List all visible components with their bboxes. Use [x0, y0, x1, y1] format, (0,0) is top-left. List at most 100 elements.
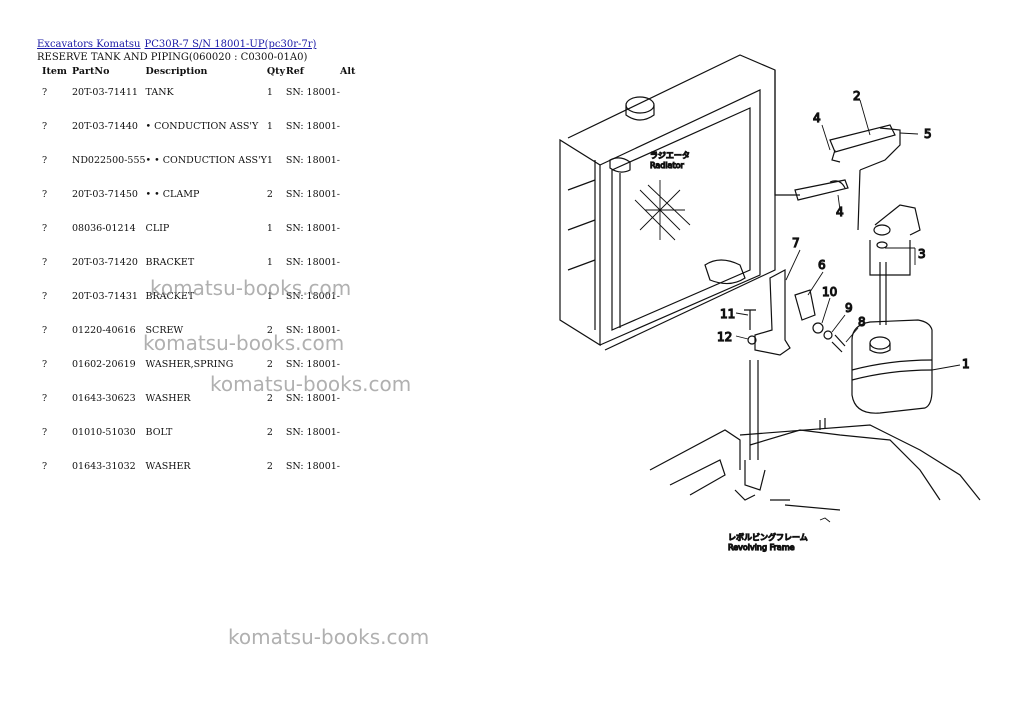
cell-description: BOLT — [145, 427, 173, 438]
cell-alt — [340, 113, 360, 147]
header-ref: Ref — [285, 66, 304, 77]
table-row: ? 01220-40616 SCREW 2 SN: 18001- — [37, 317, 360, 351]
cell-alt — [340, 215, 360, 249]
cell-item: ? — [42, 87, 48, 98]
breadcrumb-link-category[interactable]: Excavators Komatsu — [37, 39, 141, 50]
callout-leaders — [735, 99, 961, 371]
cell-item: ? — [42, 325, 48, 336]
cell-description: SCREW — [145, 325, 184, 336]
cell-item: ? — [42, 427, 48, 438]
cell-item: ? — [42, 257, 48, 268]
frame-label-jp: レボルビングフレーム — [728, 532, 808, 542]
cell-qty: 2 — [266, 427, 273, 438]
reserve-tank-drawing — [851, 319, 933, 414]
table-row: ? 01010-51030 BOLT 2 SN: 18001- — [37, 419, 360, 453]
cell-alt — [340, 317, 360, 351]
cell-description: BRACKET — [145, 257, 195, 268]
cell-qty: 1 — [266, 257, 273, 268]
hose-assembly — [794, 124, 921, 325]
callout-2: 2 — [853, 89, 861, 103]
callout-5: 5 — [924, 127, 932, 141]
radiator-drawing — [559, 54, 800, 351]
cell-partno: 01643-30623 — [72, 393, 136, 404]
cell-ref: SN: 18001- — [285, 223, 340, 234]
callout-10: 10 — [822, 285, 837, 299]
cell-partno: 20T-03-71431 — [72, 291, 138, 302]
cell-ref: SN: 18001- — [285, 87, 340, 98]
cell-description: BRACKET — [145, 291, 195, 302]
bracket-drawing — [744, 269, 846, 356]
cell-partno: 08036-01214 — [72, 223, 136, 234]
table-row: ? 01643-31032 WASHER 2 SN: 18001- — [37, 453, 360, 487]
radiator-label-jp: ラジエータ — [650, 151, 690, 160]
cell-partno: 01602-20619 — [72, 359, 136, 370]
callout-4: 4 — [813, 111, 821, 125]
table-header-row: Item PartNo Description Qty Ref Alt — [37, 66, 360, 79]
cell-description: • • CLAMP — [145, 189, 200, 200]
cell-alt — [340, 283, 360, 317]
callout-8: 8 — [858, 315, 866, 329]
callout-1: 1 — [962, 357, 970, 371]
cell-ref: SN: 18001- — [285, 189, 340, 200]
parts-table: Item PartNo Description Qty Ref Alt ? 20T… — [37, 66, 360, 487]
cell-alt — [340, 419, 360, 453]
cell-partno: 01220-40616 — [72, 325, 136, 336]
cell-partno: 20T-03-71420 — [72, 257, 138, 268]
cell-alt — [340, 453, 360, 487]
callout-11: 11 — [720, 307, 735, 321]
callout-6: 6 — [818, 258, 826, 272]
header-item: Item — [42, 66, 67, 77]
cell-alt — [340, 147, 360, 181]
cell-qty: 1 — [266, 121, 273, 132]
table-row: ? 20T-03-71420 BRACKET 1 SN: 18001- — [37, 249, 360, 283]
cell-qty: 1 — [266, 155, 273, 166]
cell-ref: SN: 18001- — [285, 359, 340, 370]
cell-ref: SN: 18001- — [285, 325, 340, 336]
cell-partno: 20T-03-71450 — [72, 189, 138, 200]
cell-item: ? — [42, 189, 48, 200]
header-partno: PartNo — [72, 66, 110, 77]
cell-ref: SN: 18001- — [285, 427, 340, 438]
cell-partno: 01010-51030 — [72, 427, 136, 438]
callout-9: 9 — [845, 301, 853, 315]
cell-ref: SN: 18001- — [285, 461, 340, 472]
cell-alt — [340, 79, 360, 113]
revolving-frame-drawing — [649, 360, 981, 511]
cell-alt — [340, 385, 360, 419]
cell-description: • • CONDUCTION ASS'Y — [145, 155, 267, 166]
cell-item: ? — [42, 121, 48, 132]
cell-description: TANK — [145, 87, 174, 98]
cell-item: ? — [42, 359, 48, 370]
cell-qty: 2 — [266, 359, 273, 370]
cell-qty: 1 — [266, 87, 273, 98]
cell-partno: 01643-31032 — [72, 461, 136, 472]
cell-ref: SN: 18001- — [285, 257, 340, 268]
cell-partno: 20T-03-71440 — [72, 121, 138, 132]
watermark: komatsu-books.com — [228, 625, 430, 649]
cell-qty: 2 — [266, 393, 273, 404]
page-title: RESERVE TANK AND PIPING(060020 : C0300-0… — [37, 52, 308, 63]
cell-qty: 2 — [266, 461, 273, 472]
cell-description: WASHER — [145, 393, 191, 404]
cell-description: WASHER — [145, 461, 191, 472]
cell-item: ? — [42, 461, 48, 472]
cell-description: • CONDUCTION ASS'Y — [145, 121, 259, 132]
callout-7: 7 — [792, 236, 800, 250]
breadcrumb-link-model[interactable]: PC30R-7 S/N 18001-UP(pc30r-7r) — [144, 39, 317, 50]
cell-item: ? — [42, 291, 48, 302]
header-description: Description — [145, 66, 208, 77]
header-alt: Alt — [340, 66, 356, 77]
cell-qty: 2 — [266, 189, 273, 200]
cell-partno: ND022500-555 — [72, 155, 146, 166]
cell-qty: 2 — [266, 325, 273, 336]
callout-3: 3 — [918, 247, 926, 261]
cell-alt — [340, 249, 360, 283]
cell-ref: SN: 18001- — [285, 393, 340, 404]
callout-12: 12 — [717, 330, 732, 344]
cell-item: ? — [42, 155, 48, 166]
